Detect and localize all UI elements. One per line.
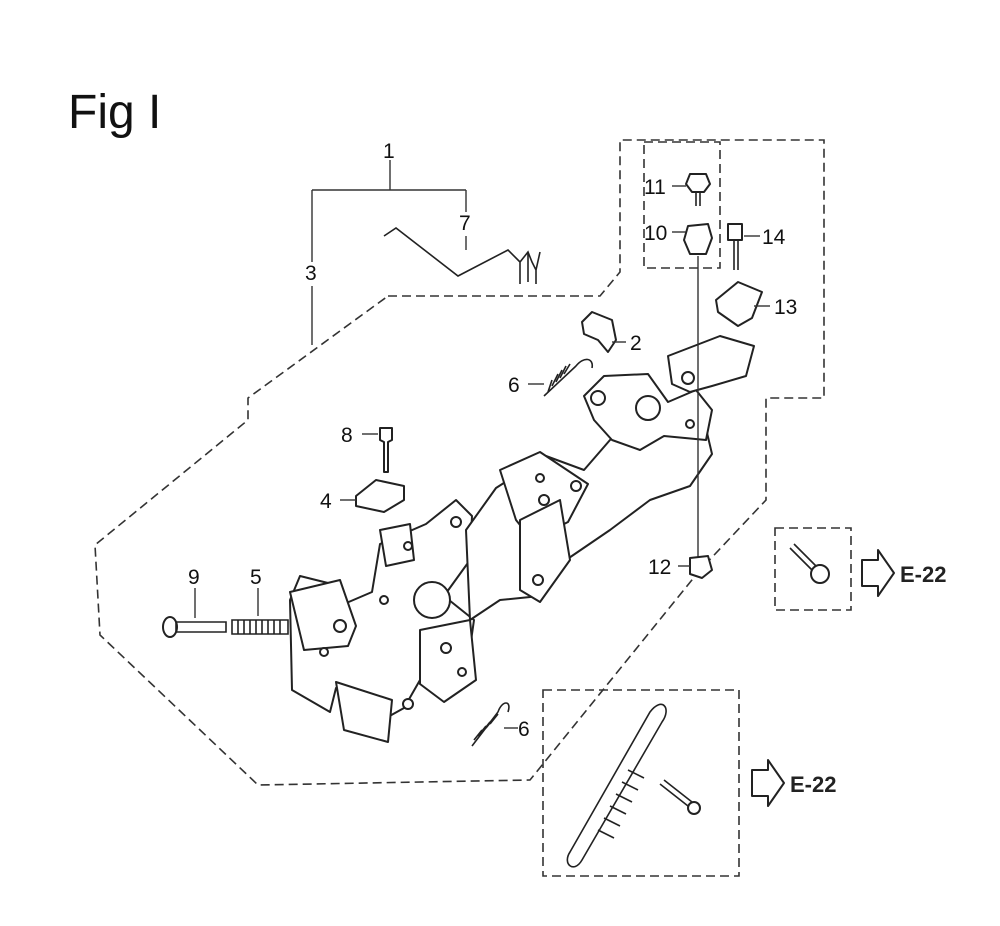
ref-label-1: E-22 — [900, 562, 946, 587]
callout-8: 8 — [341, 424, 353, 447]
figure-title: Fig I — [68, 86, 161, 139]
part-12-nut — [689, 555, 713, 579]
part-14-screw — [727, 223, 743, 270]
part-13-clip — [715, 281, 763, 327]
part-7-rod — [383, 227, 541, 284]
left-square-tab — [379, 523, 415, 567]
callout-bracket-1 — [311, 160, 467, 345]
bracket-long-arm — [465, 409, 713, 621]
ref-label-2: E-22 — [790, 772, 836, 797]
part-6-spring-lower — [471, 702, 510, 747]
callout-13: 13 — [774, 296, 797, 319]
part-5-spring — [231, 619, 289, 635]
callout-3: 3 — [305, 262, 317, 285]
part-10-nut — [683, 223, 713, 255]
ref-arrow-icon-2 — [751, 759, 785, 807]
callout-6-upper: 6 — [508, 374, 520, 397]
bracket-tab-right — [419, 619, 477, 703]
ref-box-spring — [542, 689, 740, 877]
callout-12: 12 — [648, 556, 671, 579]
part-4-clip — [355, 479, 405, 513]
part-9-bolt — [162, 616, 227, 638]
callout-4: 4 — [320, 490, 332, 513]
callout-10: 10 — [644, 222, 667, 245]
bracket-side-plate — [519, 499, 571, 603]
part-6-spring-upper — [543, 358, 594, 397]
bracket-arm-lower — [335, 681, 393, 743]
callout-6-lower: 6 — [518, 718, 530, 741]
bolt-group-outline — [643, 141, 721, 269]
callout-5: 5 — [250, 566, 262, 589]
part-2-clip — [581, 311, 617, 353]
part-11-cap-bolt — [685, 173, 711, 206]
part-8-screw — [379, 427, 393, 473]
ref-arrow-icon-1 — [861, 549, 895, 597]
upper-right-tab — [667, 335, 755, 393]
callout-14: 14 — [762, 226, 786, 249]
callout-9: 9 — [188, 566, 200, 589]
callout-7: 7 — [459, 212, 471, 235]
ref-bolt-icon — [789, 543, 830, 584]
ref-box-bolt — [774, 527, 852, 611]
callout-11: 11 — [644, 176, 666, 199]
callout-2: 2 — [630, 332, 642, 355]
ref-spring-icon — [566, 703, 701, 868]
assembly-group-outline — [94, 139, 825, 786]
bracket-holes — [319, 371, 695, 710]
callout-1: 1 — [383, 140, 395, 163]
